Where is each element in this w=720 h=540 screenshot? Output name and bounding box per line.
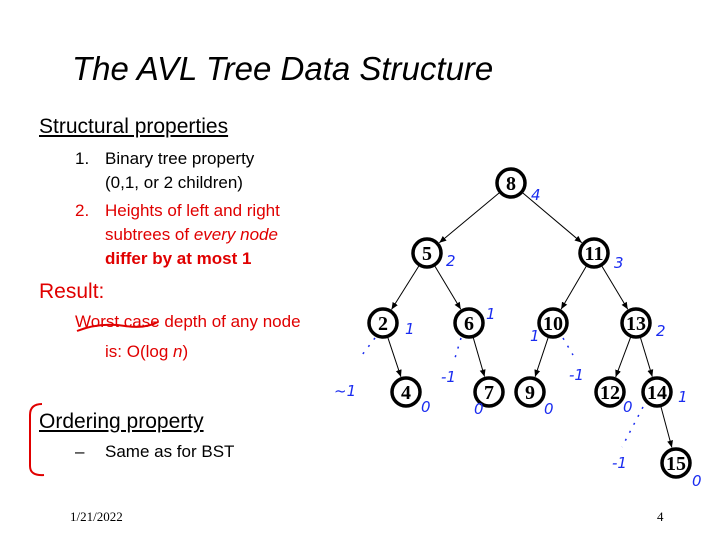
node-circle bbox=[473, 376, 505, 408]
height-annotation: 2 bbox=[446, 252, 456, 270]
tree-edge bbox=[639, 336, 654, 377]
tree-edge bbox=[438, 191, 501, 244]
tree-node-2: 2 bbox=[367, 307, 399, 339]
height-annotation: 1 bbox=[405, 320, 415, 338]
tree-node-4: 4 bbox=[390, 376, 422, 408]
node-label: 7 bbox=[484, 382, 494, 404]
node-circle bbox=[390, 376, 422, 408]
tree-node-8: 8 bbox=[495, 167, 527, 199]
node-circle bbox=[514, 376, 546, 408]
item1-number: 1. bbox=[75, 149, 90, 168]
height-annotation: 0 bbox=[544, 400, 554, 418]
height-annotation: 2 bbox=[656, 322, 666, 340]
tree-edge bbox=[386, 336, 402, 377]
node-circle bbox=[660, 447, 692, 479]
tree-node-11: 11 bbox=[578, 237, 610, 269]
tree-node-14: 14 bbox=[641, 376, 673, 408]
node-label: 8 bbox=[506, 173, 516, 195]
ordering-item: Same as for BST bbox=[105, 442, 235, 461]
item1-line1: Binary tree property bbox=[105, 149, 255, 168]
tree-edge bbox=[660, 405, 673, 448]
node-label: 6 bbox=[464, 313, 474, 335]
tree-edge bbox=[534, 336, 550, 377]
item1-line2: (0,1, or 2 children) bbox=[105, 173, 243, 192]
node-circle bbox=[578, 237, 610, 269]
tree-node-6: 6 bbox=[453, 307, 485, 339]
node-circle bbox=[453, 307, 485, 339]
node-label: 11 bbox=[585, 243, 604, 265]
tree-edge bbox=[472, 336, 486, 377]
slide-title: The AVL Tree Data Structure bbox=[72, 50, 494, 87]
null-height-annotation: -1 bbox=[569, 366, 584, 384]
tree-edges bbox=[386, 191, 673, 448]
tree-node-10: 10 bbox=[537, 307, 569, 339]
tree-edge bbox=[433, 264, 462, 310]
node-label: 12 bbox=[600, 382, 620, 404]
structural-heading: Structural properties bbox=[39, 115, 229, 138]
tree-node-9: 9 bbox=[514, 376, 546, 408]
item2-text: subtrees of bbox=[105, 225, 194, 244]
handwritten-underline bbox=[76, 321, 159, 332]
tree-node-5: 5 bbox=[411, 237, 443, 269]
item2-line3: differ by at most 1 bbox=[105, 249, 252, 268]
node-circle bbox=[594, 376, 626, 408]
tree-edge bbox=[560, 264, 588, 310]
result-heading: Result: bbox=[39, 280, 105, 303]
node-label: 4 bbox=[401, 382, 411, 404]
tree-edge bbox=[521, 191, 583, 244]
null-height-annotation: ~1 bbox=[334, 382, 356, 400]
node-label: 13 bbox=[626, 313, 646, 335]
result-text: is: O(log bbox=[105, 342, 174, 361]
node-circle bbox=[620, 307, 652, 339]
height-annotation: 3 bbox=[614, 254, 624, 272]
null-edge-marks bbox=[361, 337, 644, 448]
node-label: 2 bbox=[378, 313, 388, 335]
item2-emphasis: every node bbox=[193, 225, 278, 244]
node-label: 14 bbox=[647, 382, 667, 404]
tree-node-7: 7 bbox=[473, 376, 505, 408]
page-number: 4 bbox=[657, 509, 664, 524]
tree-node-12: 12 bbox=[594, 376, 626, 408]
height-annotation: 1 bbox=[486, 305, 496, 323]
tree-edge bbox=[391, 264, 420, 310]
tree-edge bbox=[600, 264, 629, 310]
result-line2: is: O(log n) bbox=[105, 342, 188, 362]
height-annotation: 4 bbox=[531, 186, 541, 204]
height-annotation: 0 bbox=[692, 472, 702, 490]
ordering-dash: – bbox=[75, 442, 85, 461]
null-height-annotation: -1 bbox=[612, 454, 627, 472]
tree-edge bbox=[615, 335, 632, 378]
node-circle bbox=[411, 237, 443, 269]
node-circle bbox=[495, 167, 527, 199]
footer-date: 1/21/2022 bbox=[70, 509, 123, 524]
node-circle bbox=[641, 376, 673, 408]
node-label: 9 bbox=[525, 382, 535, 404]
height-annotation: 0 bbox=[474, 400, 484, 418]
height-annotation: 1 bbox=[530, 327, 540, 345]
node-label: 10 bbox=[543, 313, 563, 335]
item2-line2: subtrees of every node bbox=[105, 225, 278, 245]
height-annotation: 0 bbox=[623, 398, 633, 416]
item2-number: 2. bbox=[75, 201, 90, 220]
ordering-heading: Ordering property bbox=[39, 410, 204, 433]
result-n: n bbox=[173, 342, 183, 361]
result-close: ) bbox=[182, 342, 189, 361]
node-label: 15 bbox=[666, 453, 686, 475]
null-height-annotation: -1 bbox=[441, 368, 456, 386]
handwritten-bracket bbox=[29, 403, 45, 477]
node-circle bbox=[367, 307, 399, 339]
node-label: 5 bbox=[422, 243, 432, 265]
node-circle bbox=[537, 307, 569, 339]
height-annotation: 1 bbox=[678, 388, 688, 406]
height-annotation: 0 bbox=[421, 398, 431, 416]
tree-node-15: 15 bbox=[660, 447, 692, 479]
item2-line1: Heights of left and right bbox=[105, 201, 280, 220]
tree-node-13: 13 bbox=[620, 307, 652, 339]
